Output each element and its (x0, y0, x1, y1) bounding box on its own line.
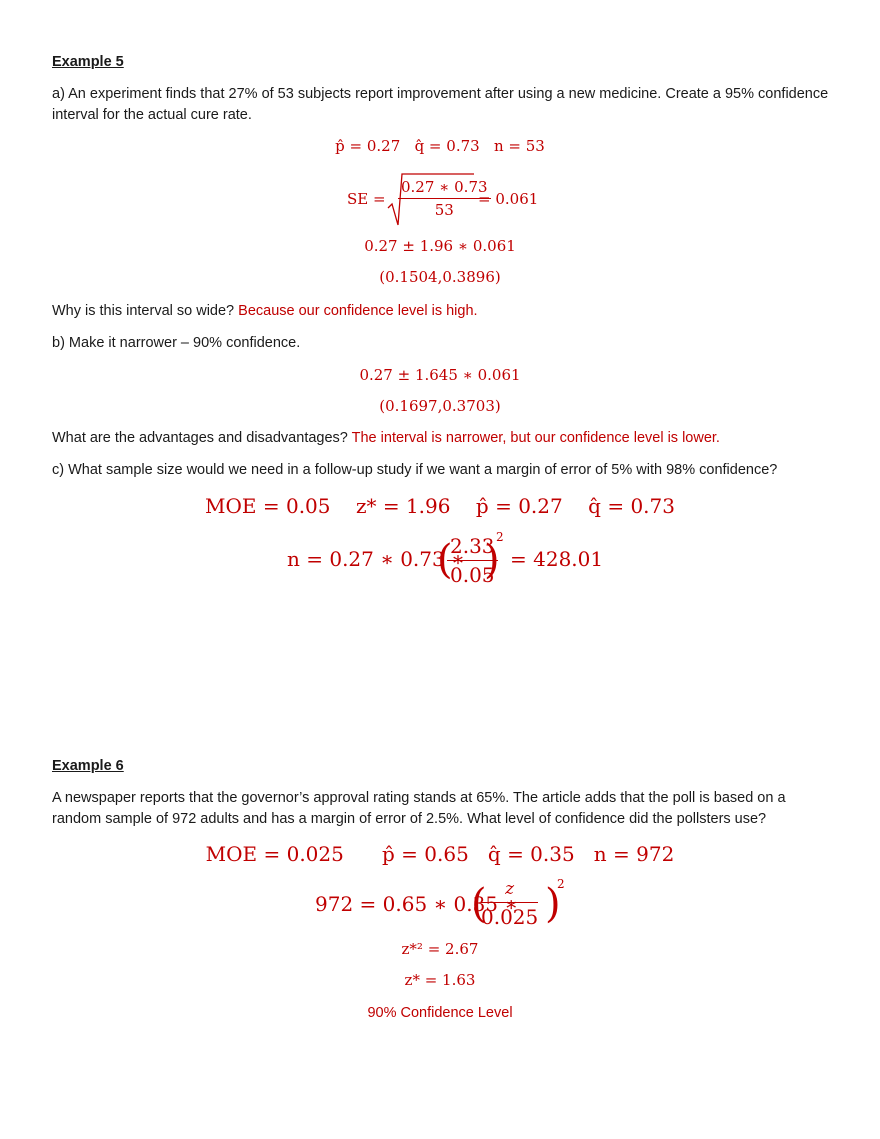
q-hat-value: q̂ = 0.73 (588, 494, 675, 518)
example5-part-b-question: b) Make it narrower – 90% confidence. (52, 335, 301, 351)
se-fraction: 0.27 ∗ 0.73 53 (398, 178, 491, 219)
confidence-numerator: z (481, 879, 539, 903)
confidence-fraction: z 0.025 (481, 879, 538, 929)
example5-part-c-question: c) What sample size would we need in a f… (52, 462, 778, 478)
sqrt-radical-icon (387, 173, 474, 226)
why-wide-question: Why is this interval so wide? (52, 303, 235, 319)
interval-95-result: (0.1504,0.3896) (379, 268, 501, 286)
sample-size-fraction: 2.33 0.05 (447, 534, 498, 587)
sample-size-result: = 428.01 (510, 547, 604, 571)
example5-heading: Example 5 (52, 54, 124, 70)
q-hat-value: q̂ = 0.73 (414, 137, 480, 155)
confidence-denominator: 0.025 (481, 905, 539, 929)
right-paren-icon: ) (484, 537, 500, 583)
left-paren-icon: ( (471, 881, 487, 927)
sample-size-lhs: n = 0.27 ∗ 0.73 ∗ (287, 547, 465, 571)
z-star-value: z* = 1.96 (355, 494, 451, 518)
right-paren-icon: ) (545, 881, 561, 927)
confidence-level-conclusion: 90% Confidence Level (367, 1005, 513, 1021)
example6-heading: Example 6 (52, 758, 124, 774)
part-a-params: p̂ = 0.27 q̂ = 0.73 n = 53 (0, 137, 880, 155)
left-paren-icon: ( (437, 537, 453, 583)
sample-size-denominator: 0.05 (450, 563, 495, 587)
sample-size-numerator: 2.33 (447, 534, 498, 561)
p-hat-value: p̂ = 0.27 (335, 137, 401, 155)
se-result: = 0.061 (478, 190, 539, 208)
q-hat-value: q̂ = 0.35 (487, 842, 575, 866)
part-c-params: MOE = 0.05 z* = 1.96 p̂ = 0.27 q̂ = 0.73 (0, 494, 880, 518)
p-hat-value: p̂ = 0.27 (475, 494, 563, 518)
example6-question: A newspaper reports that the governor’s … (52, 790, 786, 827)
advantages-answer: The interval is narrower, but our confid… (351, 430, 720, 446)
z-squared-result: z*² = 2.67 (401, 940, 479, 958)
se-numerator: 0.27 ∗ 0.73 (398, 178, 491, 199)
example5-part-a-question: a) An experiment finds that 27% of 53 su… (52, 86, 829, 123)
example6-params: MOE = 0.025 p̂ = 0.65 q̂ = 0.35 n = 972 (0, 842, 880, 866)
se-lhs: SE = (347, 190, 386, 208)
advantages-line: What are the advantages and disadvantage… (52, 428, 832, 449)
p-hat-value: p̂ = 0.65 (382, 842, 469, 866)
confidence-formula-lhs: 972 = 0.65 ∗ 0.35 ∗ (315, 892, 518, 916)
moe-value: MOE = 0.025 (205, 842, 344, 866)
why-wide-answer: Because our confidence level is high. (238, 303, 478, 319)
advantages-question: What are the advantages and disadvantage… (52, 430, 348, 446)
z-value-result: z* = 1.63 (404, 971, 476, 989)
sample-size-exponent: 2 (496, 530, 504, 544)
interval-90-expression: 0.27 ± 1.645 ∗ 0.061 (359, 366, 521, 384)
interval-95-expression: 0.27 ± 1.96 ∗ 0.061 (364, 237, 516, 255)
se-denominator: 53 (434, 201, 454, 219)
moe-value: MOE = 0.05 (205, 494, 331, 518)
n-value: n = 972 (593, 842, 675, 866)
confidence-exponent: 2 (557, 877, 565, 891)
interval-90-result: (0.1697,0.3703) (379, 397, 501, 415)
why-wide-line: Why is this interval so wide? Because ou… (52, 301, 832, 322)
n-value: n = 53 (493, 137, 545, 155)
